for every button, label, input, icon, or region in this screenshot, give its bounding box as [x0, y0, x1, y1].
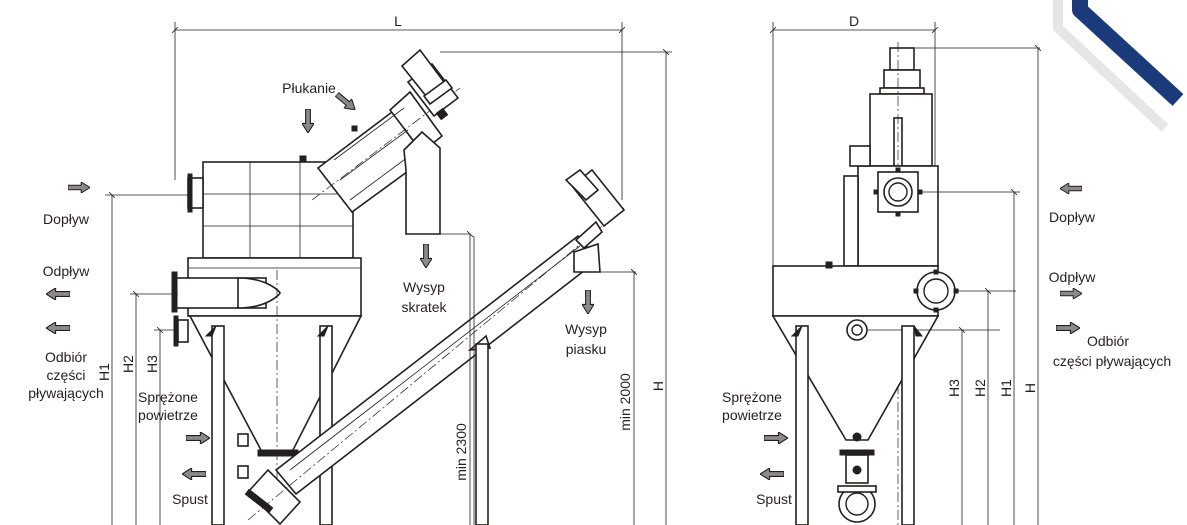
label-wysyp-skratek-2: skratek: [401, 299, 447, 315]
label-plukanie: Płukanie: [282, 80, 336, 96]
front-label-spust: Spust: [756, 491, 792, 507]
label-odbior-2: części: [47, 367, 86, 383]
degritter-tank: [171, 257, 363, 525]
label-doplyw: Dopływ: [43, 211, 90, 227]
front-label-odbior-2: części pływających: [1053, 353, 1171, 369]
front-height-dimensions: H3 H2 H1 H: [946, 48, 1038, 525]
front-label-sprezone-2: powietrze: [722, 407, 782, 423]
min-2300-label: min 2300: [453, 423, 469, 481]
dimension-D-label: D: [849, 13, 859, 29]
side-view: L: [28, 13, 672, 525]
front-view: D: [722, 13, 1171, 525]
front-dimension-H3-label: H3: [946, 379, 962, 397]
label-odbior-3: pływających: [28, 385, 103, 401]
front-tank: [771, 261, 1016, 525]
front-label-sprezone-1: Sprężone: [722, 389, 782, 405]
front-inflow-arrow-icon: [1060, 183, 1082, 194]
grit-arrow-icon: [582, 290, 594, 314]
front-dimension-H-label: H: [1022, 383, 1038, 393]
screening-screw: [311, 48, 470, 235]
label-sprezone-2: powietrze: [138, 407, 198, 423]
front-dimension-H1-label: H1: [998, 379, 1014, 397]
front-dimension-H2-label: H2: [972, 379, 988, 397]
label-spust: Spust: [172, 491, 208, 507]
dimension-H3-label: H3: [144, 355, 160, 373]
front-label-odplyw: Odpływ: [1049, 269, 1097, 285]
dimension-H-label: H: [650, 381, 666, 391]
dimension-L-label: L: [394, 13, 402, 29]
front-outflow-arrow-icon: [1060, 288, 1082, 299]
front-air-arrow-icon: [764, 432, 788, 444]
brand-corner-graphic: [1053, 0, 1184, 132]
air-arrow-icon: [186, 432, 210, 444]
side-labels: Płukanie Dopływ Odpływ Odbiór części pły…: [28, 80, 607, 507]
dimension-H1-label: H1: [96, 363, 112, 381]
floatables-arrow-icon: [46, 322, 70, 334]
label-wysyp-piasku-2: piasku: [566, 341, 606, 357]
side-height-dimensions: H1 H2 H3 min 2300 min 2000 H: [96, 52, 672, 525]
front-label-doplyw: Dopływ: [1049, 209, 1096, 225]
front-motor: [869, 42, 1040, 525]
front-floatables-arrow-icon: [1056, 322, 1080, 334]
grit-classifier: [244, 168, 636, 525]
outflow-arrow-icon: [46, 288, 70, 300]
label-wysyp-skratek-1: Wysyp: [403, 279, 445, 295]
label-odplyw: Odpływ: [43, 263, 91, 279]
front-drain-arrow-icon: [760, 468, 784, 480]
flush-arrow-icon: [302, 109, 314, 133]
label-sprezone-1: Sprężone: [138, 389, 198, 405]
min-2000-label: min 2000: [617, 373, 633, 431]
front-screen-box: [843, 145, 1020, 267]
front-label-odbior-1: Odbiór: [1087, 333, 1129, 349]
flush-arrow-2-icon: [332, 89, 360, 115]
inflow-arrow-icon: [68, 182, 90, 193]
drain-arrow-icon: [182, 468, 206, 480]
screenings-arrow-icon: [420, 244, 432, 268]
front-labels: Dopływ Odpływ Odbiór części pływających …: [722, 209, 1171, 507]
dimension-H2-label: H2: [120, 355, 136, 373]
label-wysyp-piasku-1: Wysyp: [565, 321, 607, 337]
label-odbior-1: Odbiór: [45, 349, 87, 365]
